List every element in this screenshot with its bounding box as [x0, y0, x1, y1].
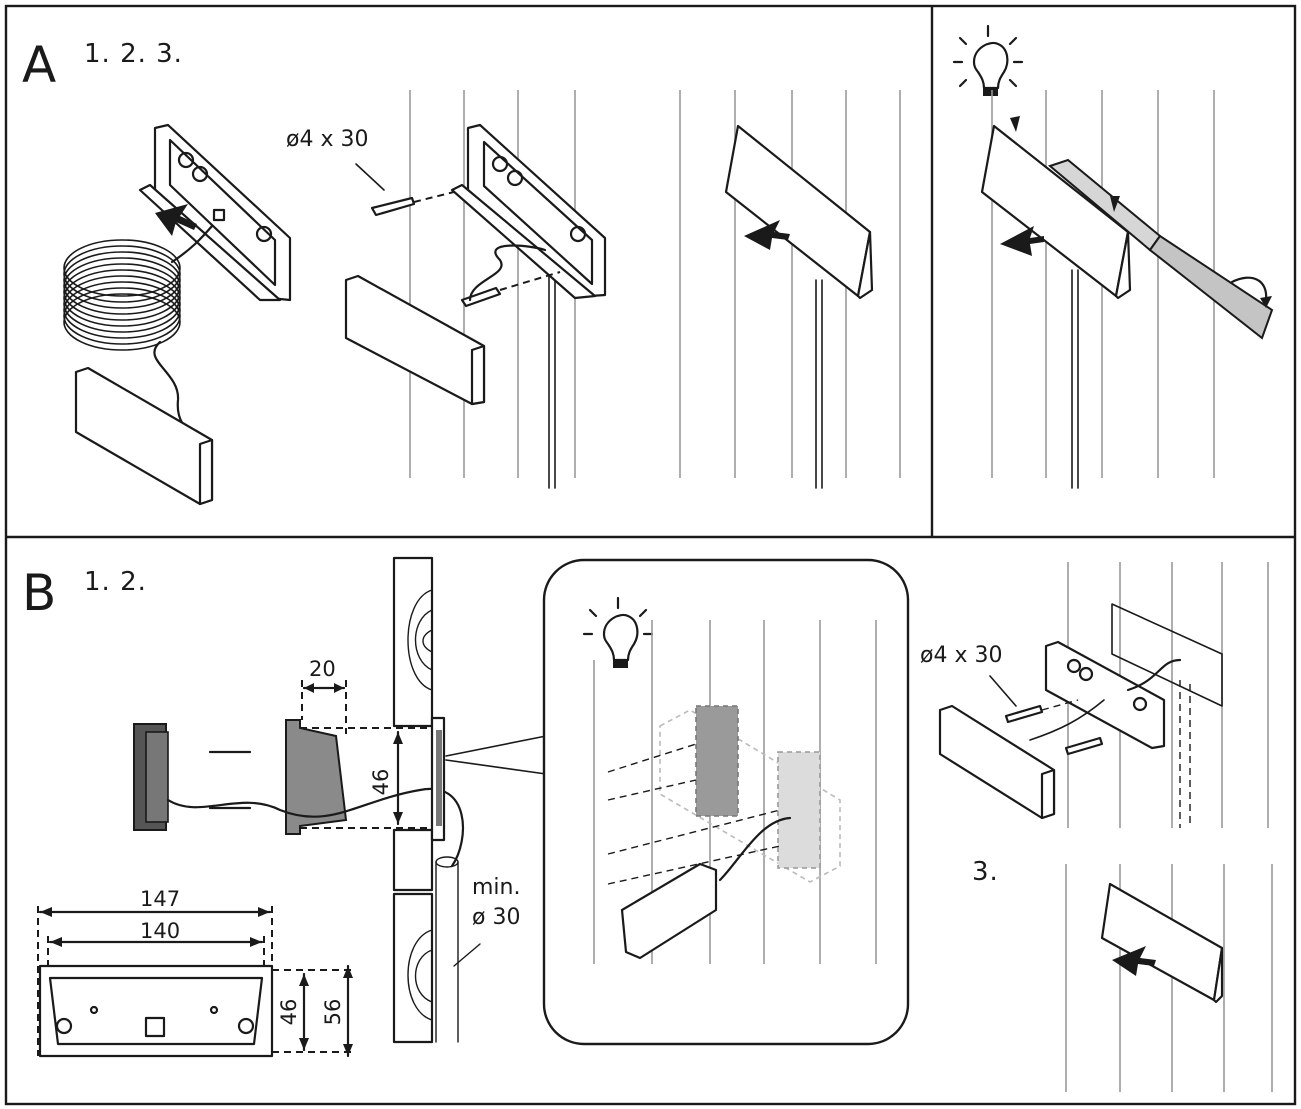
b-side-section: 20 46 min. ø 30	[133, 556, 520, 1044]
b-step3-label: 3.	[972, 857, 999, 887]
screw-bottom	[460, 286, 502, 308]
outer-frame	[4, 4, 1297, 1106]
b-push-arrow-icon	[1112, 946, 1156, 976]
dim-outer-height: 56	[321, 999, 345, 1026]
dim-depth: 20	[309, 657, 336, 681]
lightbulb-icon	[952, 24, 1024, 96]
b-zoom-callout	[445, 558, 910, 1046]
panel-a-steps: 1. 2. 3.	[84, 39, 183, 69]
a-step2-illustration: ø4 x 30	[286, 90, 607, 489]
rotate-arrow-icon	[1230, 276, 1268, 302]
a-step1-illustration	[63, 123, 292, 506]
tip-panel-a	[952, 24, 1274, 489]
a-push-arrow-icon	[744, 220, 790, 250]
panel-a-letter: A	[22, 36, 56, 94]
b-step3-illustration	[1065, 864, 1273, 1092]
a-step3-illustration	[679, 90, 901, 489]
dim-inner-width: 140	[140, 919, 180, 943]
dim-height-side: 46	[369, 769, 393, 796]
panel-b-steps: 1. 2.	[84, 567, 147, 597]
dim-inner-height: 46	[277, 999, 301, 1026]
hole-min: min.	[472, 875, 520, 900]
callout-lightbulb-icon	[582, 596, 654, 668]
screw-top	[370, 196, 416, 217]
a-screw-spec: ø4 x 30	[286, 127, 368, 152]
insert-arrow-icon	[155, 204, 197, 236]
b-step-mount: ø4 x 30	[920, 562, 1269, 828]
b-screw-spec: ø4 x 30	[920, 643, 1002, 668]
hole-diameter: ø 30	[472, 905, 520, 930]
pull-arrow-icon	[1000, 226, 1044, 256]
dim-outer-width: 147	[140, 887, 180, 911]
panel-b-letter: B	[22, 564, 56, 622]
b-dimension-drawing: 147 140 46 56	[37, 887, 353, 1058]
